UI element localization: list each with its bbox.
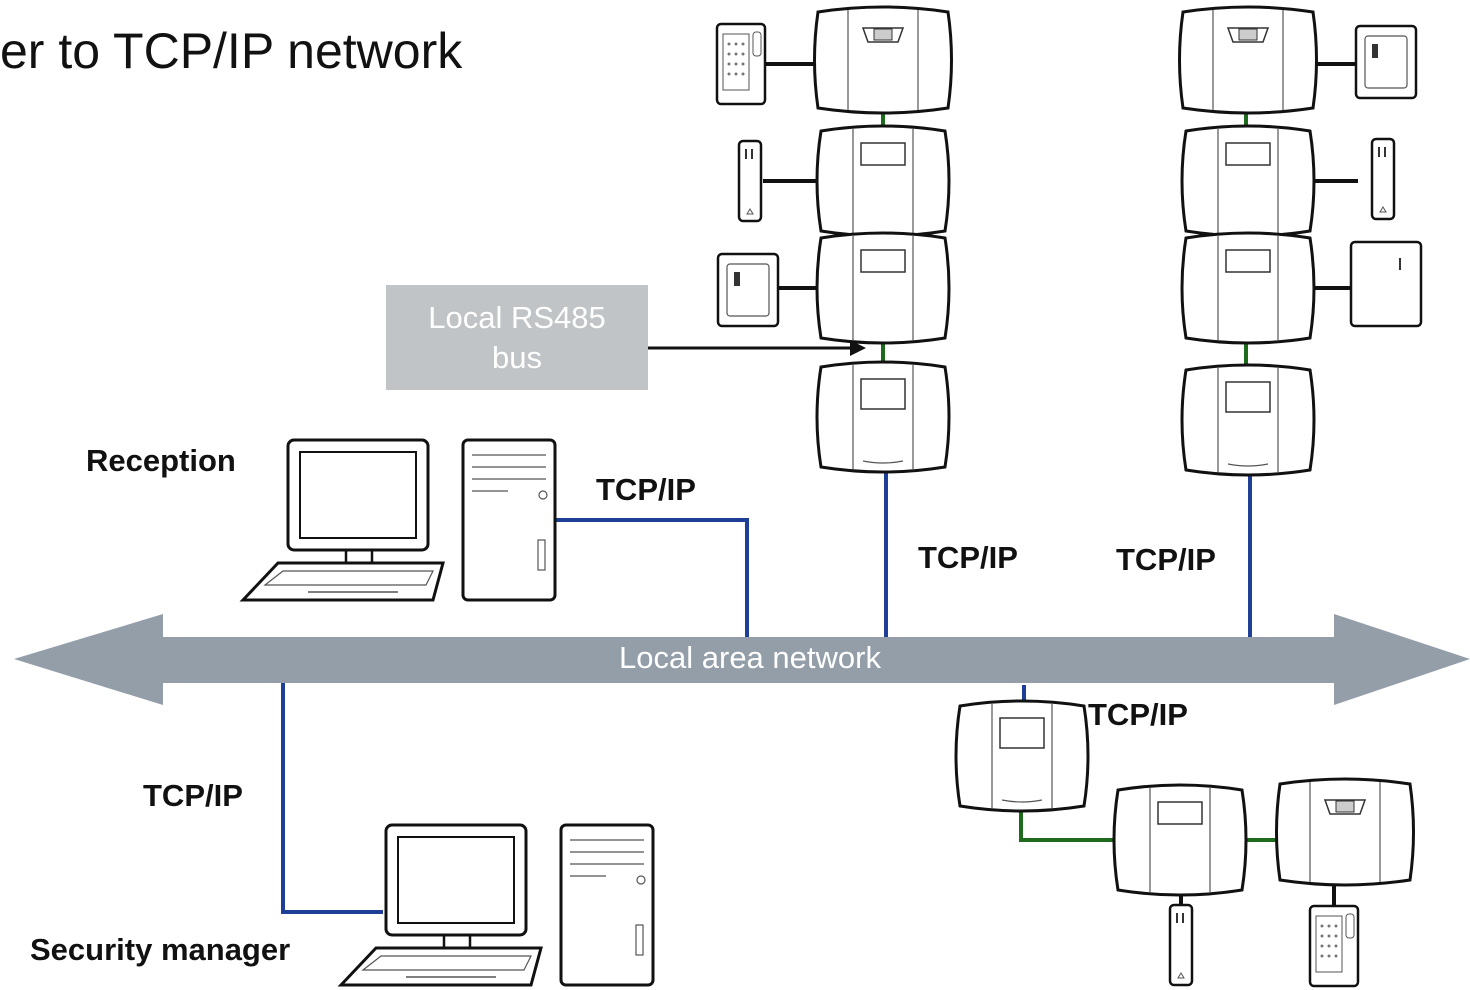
tcp-label-lower-group: TCP/IP	[1088, 697, 1188, 732]
tcp-label-reception: TCP/IP	[596, 472, 696, 507]
door-controller-c1-1	[813, 5, 953, 115]
network-controller-c1	[815, 360, 951, 474]
slim-reader-c1	[737, 139, 763, 223]
network-controller-c2	[1180, 363, 1316, 477]
network-controller-lower	[954, 699, 1090, 813]
card-reader-c2	[1354, 24, 1418, 100]
tcp-label-column2: TCP/IP	[1116, 542, 1216, 577]
rs485-callout-text: Local RS485 bus	[428, 299, 606, 375]
tcp-label-column1: TCP/IP	[918, 540, 1018, 575]
proximity-reader-c2	[1349, 240, 1423, 328]
tcp-label-security: TCP/IP	[143, 778, 243, 813]
door-controller-lower-2	[1275, 777, 1415, 887]
card-reader-c1	[716, 252, 780, 328]
door-controller-c2-3	[1180, 231, 1316, 345]
door-controller-c2-1	[1178, 5, 1318, 115]
reception-label: Reception	[86, 443, 236, 478]
slim-reader-lower	[1168, 903, 1194, 987]
lan-arrow	[14, 614, 1470, 705]
security-manager-computer	[339, 823, 655, 987]
page-title: er to TCP/IP network	[0, 23, 463, 79]
door-controller-lower-1	[1112, 783, 1248, 897]
slim-reader-c2	[1370, 137, 1396, 221]
tcp-link-reception	[528, 518, 749, 637]
door-controller-c1-2	[815, 124, 951, 238]
lan-label: Local area network	[619, 640, 881, 675]
security-manager-label: Security manager	[30, 932, 291, 967]
keypad-reader-c1	[715, 22, 767, 106]
keypad-reader-lower	[1308, 904, 1360, 988]
door-controller-c2-2	[1180, 124, 1316, 238]
rs485-callout: Local RS485 bus	[386, 285, 648, 390]
tcp-link-security	[281, 683, 383, 914]
reception-computer	[241, 438, 557, 602]
door-controller-c1-3	[815, 231, 951, 345]
